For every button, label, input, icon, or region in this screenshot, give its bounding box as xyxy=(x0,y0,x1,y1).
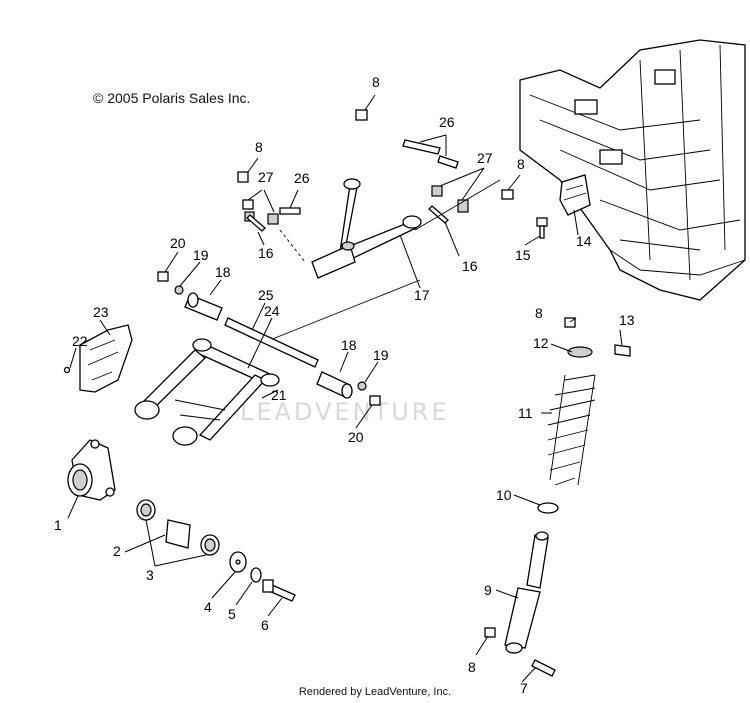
upper-arm-hardware-left xyxy=(237,171,301,232)
callout-7: 7 xyxy=(520,680,528,696)
callout-21: 21 xyxy=(271,387,287,403)
parts-2-6-hub-hardware xyxy=(136,499,296,602)
callout-20: 20 xyxy=(348,429,364,445)
parts-19-20-hardware xyxy=(157,271,381,406)
part-1-knuckle xyxy=(67,439,116,501)
callout-24: 24 xyxy=(264,303,280,319)
leader-lines xyxy=(67,94,623,683)
callout-2: 2 xyxy=(113,543,121,559)
part-17-upper-a-arm xyxy=(311,178,422,279)
callout-14: 14 xyxy=(576,233,592,249)
upper-arm-hardware-right xyxy=(355,109,514,224)
callout-5: 5 xyxy=(228,606,236,622)
callout-8: 8 xyxy=(535,305,543,321)
parts-9-13-shock-assembly xyxy=(484,317,631,677)
callout-1: 1 xyxy=(54,517,62,533)
callout-15: 15 xyxy=(515,247,531,263)
callout-9: 9 xyxy=(484,582,492,598)
callout-11: 11 xyxy=(518,405,533,421)
footer-rendered-by: Rendered by LeadVenture, Inc. xyxy=(298,686,452,698)
callout-16: 16 xyxy=(258,245,274,261)
callout-6: 6 xyxy=(261,617,269,633)
callout-17: 17 xyxy=(414,287,430,303)
callout-20: 20 xyxy=(170,235,186,251)
callout-8: 8 xyxy=(372,74,380,90)
callout-25: 25 xyxy=(258,287,274,303)
callout-27: 27 xyxy=(258,169,274,185)
callout-3: 3 xyxy=(146,567,154,583)
part-21-lower-a-arm xyxy=(134,338,280,446)
callout-22: 22 xyxy=(72,333,88,349)
part-14-bracket xyxy=(559,174,591,216)
part-25-pivot-shaft xyxy=(224,317,319,368)
callout-23: 23 xyxy=(93,304,109,320)
callout-8: 8 xyxy=(517,156,525,172)
copyright-notice: © 2005 Polaris Sales Inc. xyxy=(93,90,251,106)
part-15-bolt xyxy=(536,217,548,239)
callout-8: 8 xyxy=(468,659,476,675)
callout-19: 19 xyxy=(373,347,389,363)
frame-section xyxy=(519,39,746,301)
part-18-bushing-sleeves xyxy=(184,292,353,399)
callout-8: 8 xyxy=(255,139,263,155)
callout-16: 16 xyxy=(462,258,478,274)
guide-lines xyxy=(269,179,501,341)
watermark: LEADVENTURE xyxy=(240,398,450,426)
callout-26: 26 xyxy=(294,170,310,186)
callout-19: 19 xyxy=(193,247,209,263)
callout-12: 12 xyxy=(533,335,549,351)
callout-labels: 8 8 27 26 26 27 8 14 15 16 16 17 20 19 1… xyxy=(54,74,635,696)
callout-18: 18 xyxy=(341,337,357,353)
callout-13: 13 xyxy=(619,312,635,328)
callout-18: 18 xyxy=(215,264,231,280)
callout-4: 4 xyxy=(204,599,212,615)
callout-26: 26 xyxy=(439,114,455,130)
part-23-guard xyxy=(63,324,133,393)
callout-10: 10 xyxy=(496,487,512,503)
callout-27: 27 xyxy=(477,150,493,166)
